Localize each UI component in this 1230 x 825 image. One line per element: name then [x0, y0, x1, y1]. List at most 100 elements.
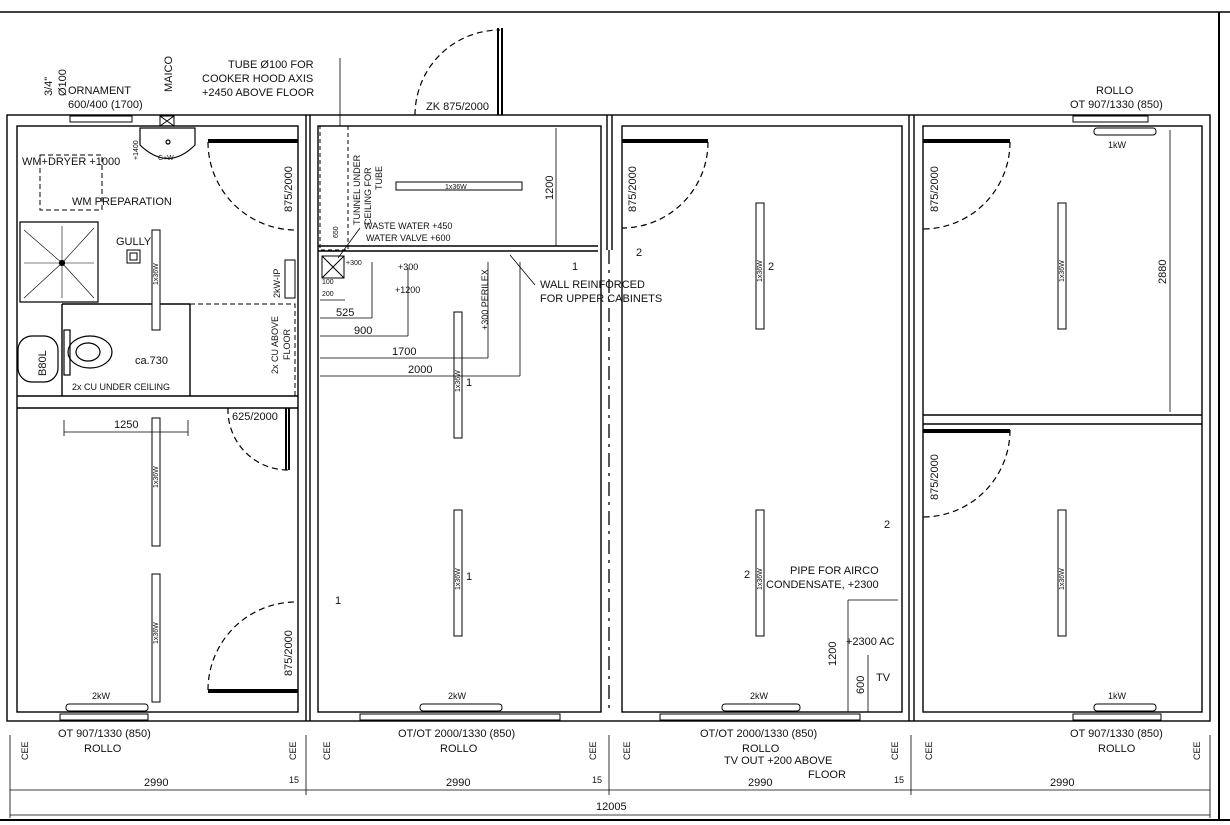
total-width: 12005 — [596, 801, 627, 813]
width-2: 2990 — [446, 777, 470, 789]
sink-height: +1400 — [133, 140, 140, 160]
zk-door-label: ZK 875/2000 — [426, 101, 489, 113]
width-1: 2990 — [144, 777, 168, 789]
window-top-label: OT 907/1330 (850) — [1070, 99, 1163, 111]
ornament-size: 600/400 (1700) — [68, 99, 143, 111]
wall-note-2: FOR UPPER CABINETS — [540, 293, 662, 305]
wall-note-1: WALL REINFORCED — [540, 279, 645, 291]
waste-box — [321, 255, 345, 279]
width-4: 2990 — [1050, 777, 1074, 789]
lamp-label: 1x36W — [757, 260, 764, 282]
heater-r4-bottom: 1kW — [1108, 691, 1127, 701]
light-fixture — [151, 417, 161, 547]
lamp-label: 1x36W — [1059, 568, 1066, 590]
dim-200: 200 — [322, 291, 334, 298]
dim-1200-r3: 1200 — [827, 642, 839, 666]
win2-spec: OT/OT 2000/1330 (850) — [398, 728, 515, 740]
light-fixture — [1057, 509, 1067, 637]
lamp-label: 1x36W — [153, 466, 160, 488]
dim-525: 525 — [336, 307, 354, 319]
heater-r1: 2kW — [92, 691, 111, 701]
ornament-label: ORNAMENT — [68, 85, 131, 97]
cu-above-2: FLOOR — [282, 328, 292, 360]
door-label-r3: 875/2000 — [627, 166, 639, 212]
doors — [207, 28, 1011, 693]
win1-rollo: ROLLO — [84, 743, 122, 755]
shower-tray — [19, 221, 99, 303]
walls — [6, 114, 1211, 722]
win2-rollo: ROLLO — [440, 743, 478, 755]
plus1200: +1200 — [395, 285, 420, 295]
dim-100: 100 — [322, 279, 334, 286]
boiler — [17, 335, 59, 383]
gap-3: 15 — [894, 775, 904, 785]
cee-socket: CEE — [924, 741, 934, 760]
pipe-size-34: 3/4" — [43, 77, 55, 96]
windows — [59, 115, 1162, 721]
dim-1700: 1700 — [392, 346, 416, 358]
cee-socket: CEE — [1192, 741, 1202, 760]
tunnel-1: TUNNEL UNDER — [352, 154, 362, 225]
light-fixture — [453, 509, 463, 637]
light-fixture — [755, 202, 765, 330]
gap-2: 15 — [592, 775, 602, 785]
win4-rollo: ROLLO — [1098, 743, 1136, 755]
heaters — [65, 127, 1157, 712]
lamp-label: 1x36W — [445, 184, 467, 191]
width-3: 2990 — [748, 777, 772, 789]
lamp-label: 1x36W — [757, 568, 764, 590]
win1-spec: OT 907/1330 (850) — [58, 728, 151, 740]
circuit-number: 1 — [572, 261, 578, 273]
sink-label: C+W — [158, 155, 174, 162]
lamp-label: 1x36W — [153, 263, 160, 285]
dim-900: 900 — [354, 325, 372, 337]
water-valve-label: WATER VALVE +600 — [366, 233, 450, 243]
tv-out-2: FLOOR — [808, 769, 846, 781]
toilet — [63, 329, 113, 376]
wm-preparation-box — [39, 154, 103, 211]
tube-note-2: COOKER HOOD AXIS — [202, 73, 313, 85]
plus300-a: +300 — [346, 260, 362, 267]
boiler-label: B80L — [37, 350, 49, 376]
cee-socket: CEE — [588, 741, 598, 760]
cee-socket: CEE — [322, 741, 332, 760]
cee-socket: CEE — [20, 741, 30, 760]
tunnel-2: CEILING FOR — [363, 167, 373, 225]
tunnel-outline — [319, 125, 349, 251]
dim-600: 600 — [855, 676, 867, 694]
rollo-top-label: ROLLO — [1096, 85, 1134, 97]
lamp-label: 1x36W — [455, 370, 462, 392]
win3-spec: OT/OT 2000/1330 (850) — [700, 728, 817, 740]
gap-1: 15 — [289, 775, 299, 785]
gully-drain — [126, 249, 141, 264]
lamp-label: 1x36W — [1059, 260, 1066, 282]
light-fixture — [151, 573, 161, 703]
door-bottom-label-r4: 875/2000 — [929, 454, 941, 500]
dim-650: 650 — [333, 226, 340, 238]
tube-note-1: TUBE Ø100 FOR — [228, 59, 314, 71]
light-fixture — [151, 229, 161, 331]
light-fixture — [755, 509, 765, 637]
door-bottom-label-r1: 875/2000 — [283, 630, 295, 676]
light-fixtures — [151, 181, 1067, 703]
circuit-number: 2 — [744, 569, 750, 581]
wm-dryer-label: WM+DRYER +1000 — [22, 156, 120, 168]
dim-1200-r2: 1200 — [544, 176, 556, 200]
cee-socket: CEE — [890, 741, 900, 760]
airco-note-1: PIPE FOR AIRCO — [790, 565, 879, 577]
circuit-number: 1 — [466, 571, 472, 583]
cu-area-outline — [190, 303, 296, 396]
cee-socket: CEE — [288, 741, 298, 760]
heater-r3: 2kW — [750, 691, 769, 701]
lamp-label: 1x36W — [455, 568, 462, 590]
airco-note-2: CONDENSATE, +2300 — [766, 579, 879, 591]
circuit-number: 1 — [335, 595, 341, 607]
tv-out-1: TV OUT +200 ABOVE — [724, 755, 832, 767]
ac-label: +2300 AC — [846, 636, 895, 648]
tube-note-3: +2450 ABOVE FLOOR — [202, 87, 314, 99]
ca730-label: ca.730 — [135, 355, 168, 367]
tv-label: TV — [876, 672, 891, 684]
lamp-label: 1x36W — [153, 622, 160, 644]
cee-socket: CEE — [622, 741, 632, 760]
